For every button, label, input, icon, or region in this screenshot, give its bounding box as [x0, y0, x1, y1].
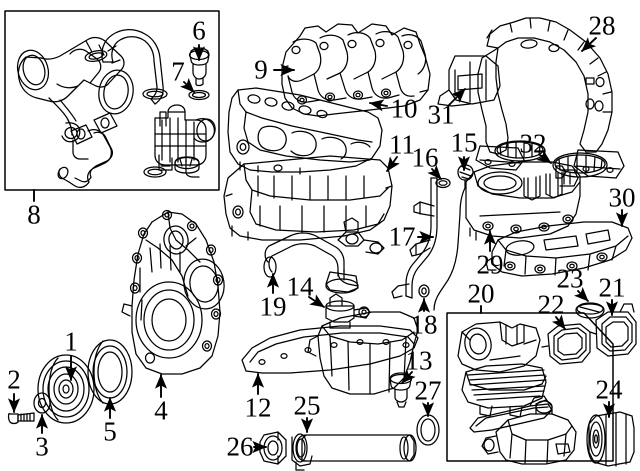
callout-25[interactable]: 25	[293, 390, 321, 421]
callout-7[interactable]: 7	[171, 56, 185, 87]
callout-14[interactable]: 14	[286, 271, 314, 302]
callout-28[interactable]: 28	[588, 10, 616, 41]
callout-4[interactable]: 4	[154, 395, 168, 426]
callout-13[interactable]: 13	[405, 345, 433, 376]
callout-23[interactable]: 23	[556, 263, 584, 294]
callout-21[interactable]: 21	[598, 272, 626, 303]
callout-9[interactable]: 9	[254, 54, 268, 85]
callout-17[interactable]: 17	[388, 221, 416, 252]
callout-8[interactable]: 8	[27, 199, 41, 230]
callout-22[interactable]: 22	[537, 289, 565, 320]
callout-15[interactable]: 15	[450, 127, 478, 158]
callout-30[interactable]: 30	[608, 182, 636, 213]
callout-19[interactable]: 19	[259, 291, 287, 322]
callout-11[interactable]: 11	[389, 129, 415, 160]
callout-5[interactable]: 5	[103, 416, 117, 447]
callout-1[interactable]: 1	[64, 326, 78, 357]
callout-31[interactable]: 31	[427, 99, 455, 130]
callout-2[interactable]: 2	[7, 364, 21, 395]
callout-16[interactable]: 16	[411, 142, 439, 173]
callout-29[interactable]: 29	[476, 249, 504, 280]
callout-18[interactable]: 18	[410, 309, 438, 340]
callout-10[interactable]: 10	[390, 93, 418, 124]
callout-12[interactable]: 12	[244, 392, 272, 423]
callout-6[interactable]: 6	[192, 15, 206, 46]
callout-26[interactable]: 26	[226, 431, 254, 462]
callout-24[interactable]: 24	[595, 374, 623, 405]
callout-32[interactable]: 32	[519, 128, 547, 159]
callout-3[interactable]: 3	[35, 431, 49, 462]
callout-27[interactable]: 27	[414, 375, 442, 406]
callout-20[interactable]: 20	[467, 278, 495, 309]
